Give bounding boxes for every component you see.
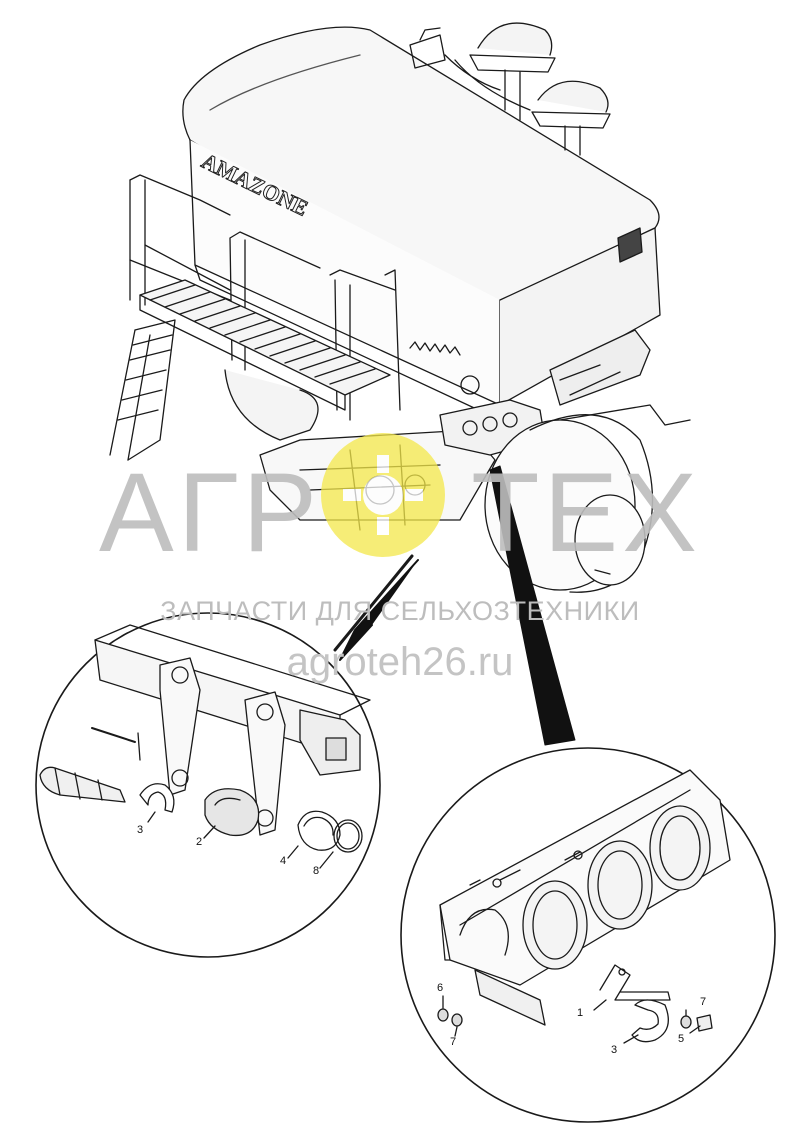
callout-label: 5 <box>678 1033 685 1045</box>
callout-label: 1 <box>577 1007 584 1019</box>
callout-label: 4 <box>280 855 287 867</box>
watermark-brand-right: ТЕХ <box>471 450 701 575</box>
watermark-brand-left: АГР <box>99 450 322 575</box>
ladder <box>109 319 176 461</box>
callout-label: 3 <box>611 1044 618 1056</box>
callout-label: 7 <box>450 1036 457 1048</box>
blower-units <box>409 22 611 156</box>
detail-circle-right <box>400 747 776 1123</box>
callout-label: 7 <box>700 996 707 1008</box>
platform-deck <box>139 279 391 411</box>
watermark-url: agroteh26.ru <box>286 640 514 684</box>
callout-label: 8 <box>313 865 320 877</box>
watermark-brand: АГР ТЕХ <box>0 448 800 577</box>
detail-circle-left <box>35 612 381 958</box>
callout-label: 6 <box>437 982 444 994</box>
callout-label: 3 <box>137 824 144 836</box>
watermark-tagline: ЗАПЧАСТИ ДЛЯ СЕЛЬХОЗТЕХНИКИ <box>160 596 640 626</box>
callout-label: 2 <box>196 836 203 848</box>
watermark-logo-icon <box>321 433 445 557</box>
platform-railing <box>129 174 401 421</box>
leader-left <box>339 559 419 661</box>
leader-right <box>489 465 576 746</box>
